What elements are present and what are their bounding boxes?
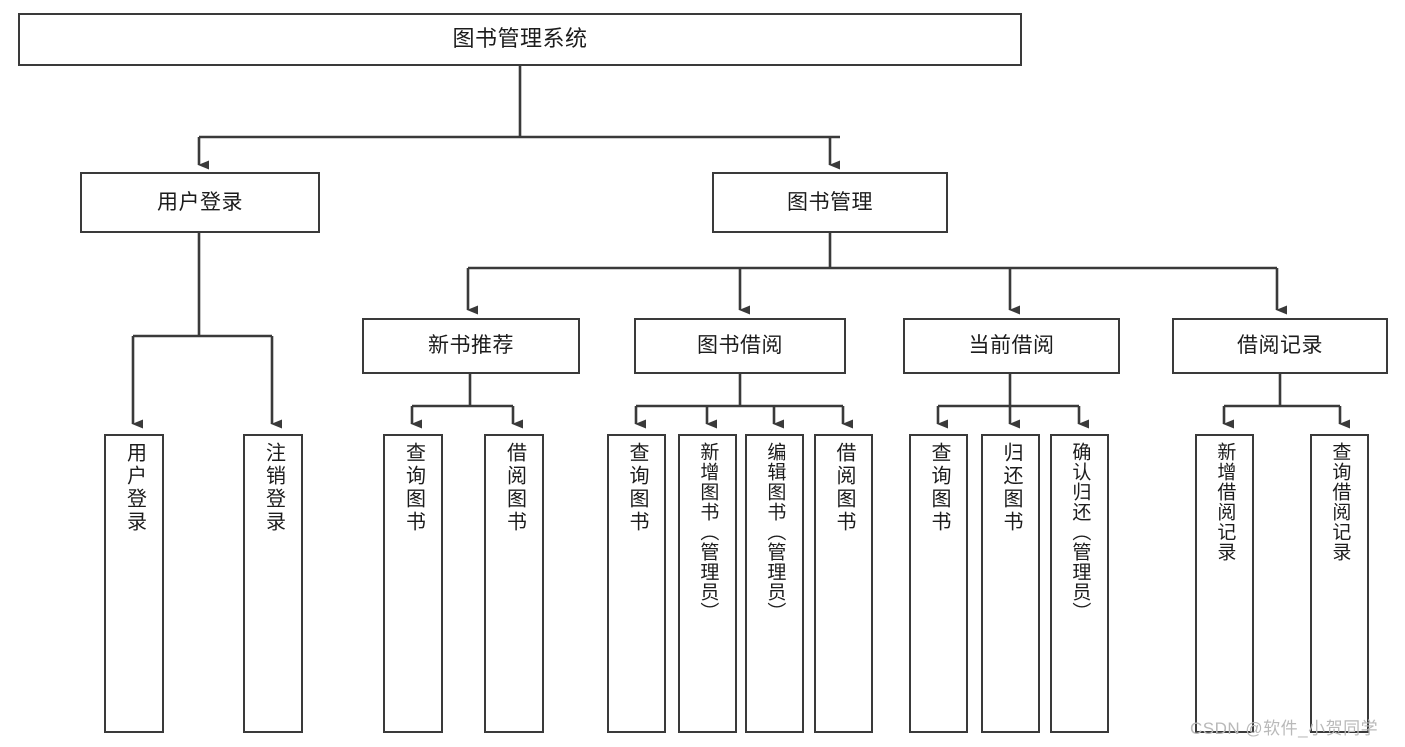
node-book-borrow[interactable]: 图书借阅 [634,318,846,374]
node-current-borrow[interactable]: 当前借阅 [903,318,1120,374]
leaf-book-borrow-edit[interactable]: 编辑图书（管理员） [745,434,804,733]
leaf-new-book-borrow[interactable]: 借阅图书 [484,434,544,733]
leaf-book-borrow-query[interactable]: 查询图书 [607,434,666,733]
leaf-new-book-query[interactable]: 查询图书 [383,434,443,733]
leaf-borrow-record-query[interactable]: 查询借阅记录 [1310,434,1369,733]
node-label: 查询图书 [928,442,950,534]
node-label: 查询图书 [626,442,648,534]
node-label: 查询图书 [402,442,425,534]
leaf-user-login-login[interactable]: 用户登录 [104,434,164,733]
node-label: 查询借阅记录 [1329,442,1351,562]
node-new-book-recommend[interactable]: 新书推荐 [362,318,580,374]
node-label: 确认归还（管理员） [1069,442,1091,622]
node-label: 当前借阅 [968,334,1055,358]
node-label: 新增借阅记录 [1214,442,1236,562]
node-label: 图书借阅 [697,334,783,358]
node-book-management[interactable]: 图书管理 [712,172,948,233]
node-label: 新增图书（管理员） [697,442,719,622]
node-user-login[interactable]: 用户登录 [80,172,320,233]
node-label: 借阅记录 [1237,334,1323,358]
csdn-watermark: CSDN @软件_小贺同学 [1190,719,1379,738]
leaf-current-borrow-query[interactable]: 查询图书 [909,434,968,733]
node-borrow-record[interactable]: 借阅记录 [1172,318,1388,374]
node-root-system[interactable]: 图书管理系统 [18,13,1022,66]
leaf-user-login-logout[interactable]: 注销登录 [243,434,303,733]
leaf-current-borrow-return[interactable]: 归还图书 [981,434,1040,733]
node-label: 借阅图书 [833,442,855,534]
node-label: 图书管理 [787,190,873,214]
node-label: 归还图书 [1000,442,1022,534]
node-label: 用户登录 [157,190,243,214]
leaf-current-borrow-confirm-return[interactable]: 确认归还（管理员） [1050,434,1109,733]
leaf-borrow-record-add[interactable]: 新增借阅记录 [1195,434,1254,733]
node-label: 借阅图书 [503,442,526,534]
node-label: 编辑图书（管理员） [764,442,786,622]
leaf-book-borrow-add[interactable]: 新增图书（管理员） [678,434,737,733]
node-label: 图书管理系统 [452,26,588,52]
node-label: 用户登录 [123,442,146,534]
leaf-book-borrow-borrow[interactable]: 借阅图书 [814,434,873,733]
node-label: 注销登录 [262,442,285,534]
node-label: 新书推荐 [428,334,514,358]
